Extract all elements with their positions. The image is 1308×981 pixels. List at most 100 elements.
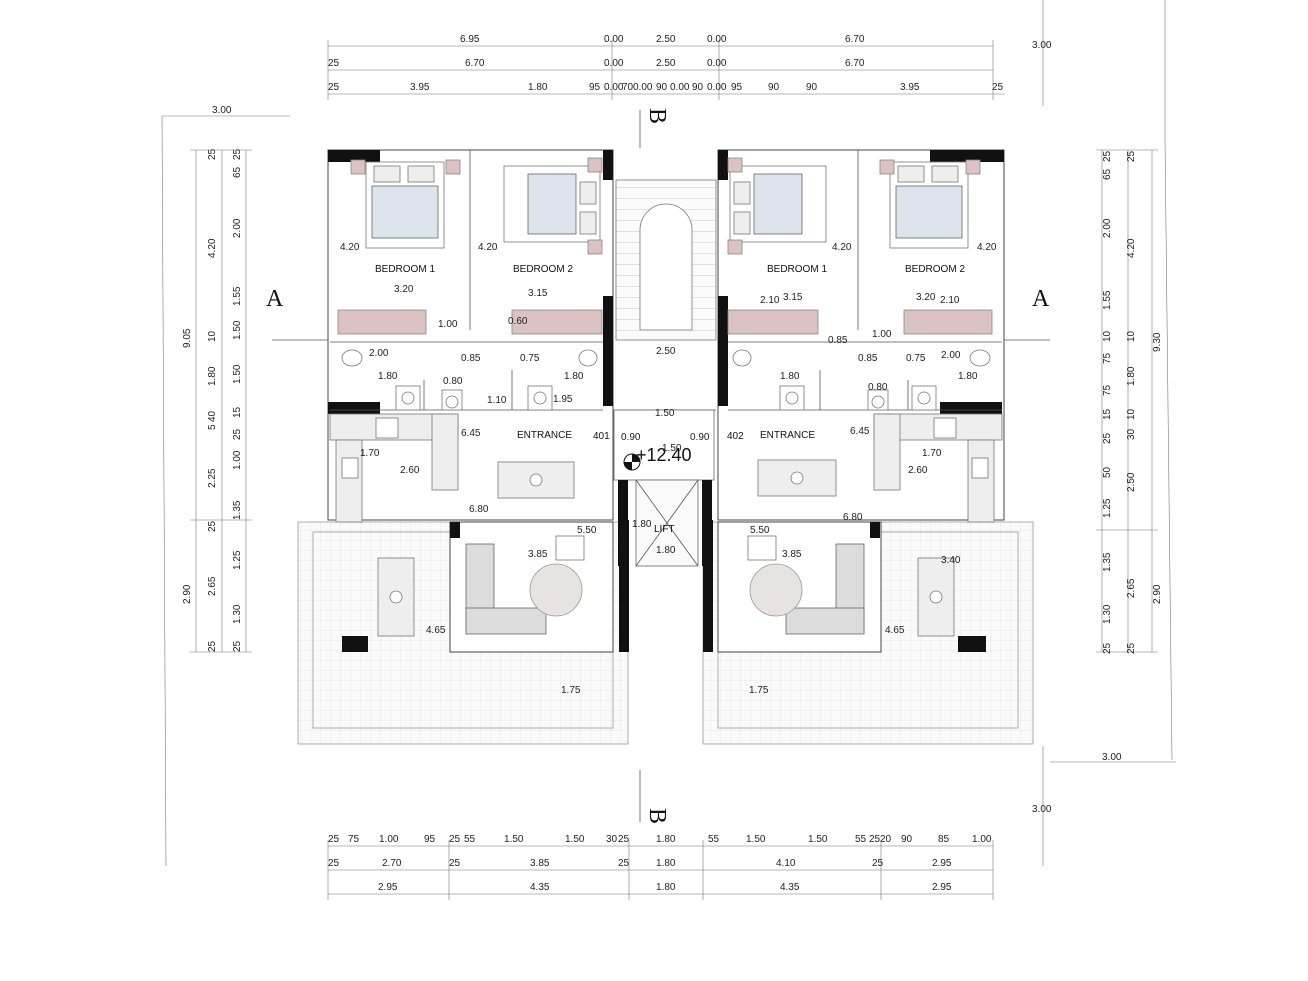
dimension-text: 70 — [622, 82, 634, 93]
dimension-text: 4.20 — [340, 242, 360, 253]
dimension-lines — [161, 0, 1176, 900]
dimension-text: 15 — [232, 406, 243, 418]
dimension-text: 25 — [618, 834, 630, 845]
dim-text: 6.95 — [460, 34, 480, 45]
dimension-text: 65 — [232, 166, 243, 178]
dimension-text: 2.10 — [760, 295, 780, 306]
dimension-text: 1.55 — [232, 286, 243, 306]
dimension-text: 4.20 — [207, 238, 218, 258]
right-dimension-columns: 9.30 2.90 25 4.20 10 1.80 10 30 2.50 2.6… — [1102, 150, 1163, 654]
dimension-text: 25 — [1102, 642, 1113, 654]
dimension-text: 90 — [692, 82, 704, 93]
top-dimension-row-2: 25 6.70 0.00 2.50 0.00 6.70 — [328, 58, 865, 69]
dimension-text: 1.25 — [232, 550, 243, 570]
dimension-text: 95 — [731, 82, 743, 93]
dimension-text: 65 — [1102, 168, 1113, 180]
dimension-text: 3.15 — [528, 288, 548, 299]
dimension-text: 1.95 — [553, 394, 573, 405]
dimension-text: 2.90 — [1152, 584, 1163, 604]
dimension-text: 0.85 — [461, 353, 481, 364]
dimension-text: 3.15 — [783, 292, 803, 303]
dim-text: 6.70 — [465, 58, 485, 69]
interior-dims-right: 2.10 3.15 4.20 4.20 3.20 2.10 1.00 0.85 … — [749, 242, 997, 696]
dim-text: 2.50 — [656, 34, 676, 45]
dimension-text: 75 — [1102, 384, 1113, 396]
elevation-label: +12.40 — [636, 445, 692, 465]
dimension-text: 3.85 — [528, 549, 548, 560]
dimension-text: 25 — [232, 148, 243, 160]
dimension-text: 1.80 — [656, 882, 676, 893]
dimension-text: 3.85 — [782, 549, 802, 560]
dimension-text: 1.80 — [656, 858, 676, 869]
dimension-text: 1.80 — [780, 371, 800, 382]
dim-text: 6.70 — [845, 34, 865, 45]
room-entrance-right: ENTRANCE — [760, 430, 815, 441]
dimension-text: 3.40 — [941, 555, 961, 566]
interior-dims-core: 2.50 1.50 0.90 1.50 0.90 1.80 1.80 — [621, 346, 710, 556]
dim-text: 0.00 — [604, 34, 624, 45]
dimension-text: 1.55 — [1102, 290, 1113, 310]
dimension-text: 1.50 — [655, 408, 675, 419]
dim-offset-top-right: 3.00 — [1032, 40, 1052, 51]
dimension-text: 1.10 — [487, 395, 507, 406]
unit-left — [327, 149, 629, 653]
dimension-text: 90 — [901, 834, 913, 845]
bottom-dimension-row-2: 25 2.70 25 3.85 25 1.80 4.10 25 2.95 — [328, 858, 952, 869]
dim-text: 2.50 — [656, 58, 676, 69]
unit-right — [703, 149, 1005, 653]
dimension-text: 1.80 — [207, 366, 218, 386]
dimension-text: 2.65 — [1126, 578, 1137, 598]
dimension-text: 1.25 — [1102, 498, 1113, 518]
dimension-text: 0.75 — [520, 353, 540, 364]
dimension-text: 10 — [207, 330, 218, 342]
dimension-text: 1.80 — [378, 371, 398, 382]
dimension-text: 1.00 — [438, 319, 458, 330]
dimension-text: 1.50 — [662, 443, 682, 454]
dimension-text: 1.80 — [958, 371, 978, 382]
dimension-text: 25 — [449, 834, 461, 845]
dimension-text: 5.50 — [577, 525, 597, 536]
dimension-text: 50 — [1102, 466, 1113, 478]
dimension-text: 0.00 — [633, 82, 653, 93]
dimension-text: 2.95 — [378, 882, 398, 893]
dimension-text: 4.65 — [885, 625, 905, 636]
dimension-text: 6.80 — [843, 512, 863, 523]
dimension-text: 25 — [232, 640, 243, 652]
dimension-text: 2.00 — [941, 350, 961, 361]
dimension-text: 3.20 — [394, 284, 414, 295]
dimension-text: 25 — [328, 82, 340, 93]
unit-number-left: 401 — [593, 431, 610, 442]
dimension-text: 0.85 — [858, 353, 878, 364]
dimension-text: 6.80 — [469, 504, 489, 515]
dimension-text: 85 — [938, 834, 950, 845]
dimension-text: 6.45 — [850, 426, 870, 437]
dimension-text: 1.80 — [528, 82, 548, 93]
dimension-text: 1.70 — [360, 448, 380, 459]
dimension-text: 5.50 — [750, 525, 770, 536]
left-dimension-columns: 9.05 2.90 25 4.20 10 1.80 5 40 2.25 25 2… — [182, 148, 243, 652]
dimension-text: 25 — [207, 640, 218, 652]
dimension-text: 0.90 — [690, 432, 710, 443]
dimension-text: 0.80 — [868, 382, 888, 393]
dimension-text: 1.80 — [656, 545, 676, 556]
dimension-text: 95 — [424, 834, 436, 845]
dimension-text: 90 — [656, 82, 668, 93]
dimension-text: 0.90 — [621, 432, 641, 443]
section-a-right: A — [1032, 286, 1050, 312]
dimension-text: 4.20 — [832, 242, 852, 253]
dimension-text: 2.60 — [400, 465, 420, 476]
dimension-text: 25 — [618, 858, 630, 869]
dimension-text: 10 — [1126, 408, 1137, 420]
dimension-text: 1.30 — [232, 604, 243, 624]
dimension-text: 2.60 — [908, 465, 928, 476]
dimension-text: 1.35 — [232, 500, 243, 520]
dimension-text: 9.30 — [1152, 332, 1163, 352]
dimension-text: 1.80 — [564, 371, 584, 382]
bottom-dimension-row-3: 2.95 4.35 1.80 4.35 2.95 — [378, 882, 952, 893]
dim-text: 25 — [328, 58, 340, 69]
dimension-text: 1.80 — [656, 834, 676, 845]
dim-text: 0.00 — [604, 58, 624, 69]
section-mark-b: B B — [639, 108, 670, 824]
dimension-text: 2.00 — [1102, 218, 1113, 238]
